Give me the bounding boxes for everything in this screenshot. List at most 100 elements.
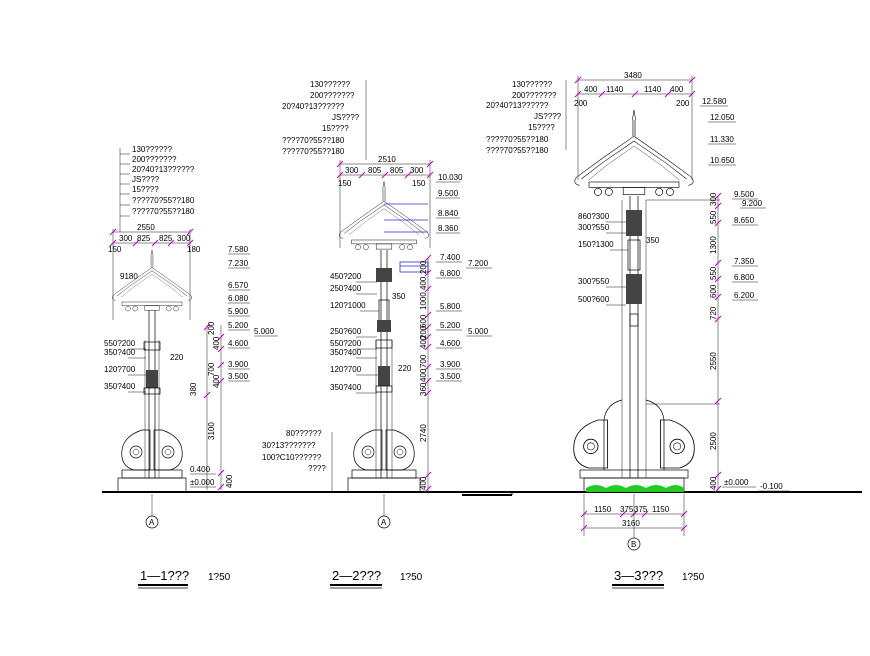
dim-text: 400 bbox=[212, 336, 221, 350]
elevation-label: 5.000 bbox=[254, 327, 275, 336]
section-2-2-members: 450?200 250?400 350 120?1000 250?600 550… bbox=[330, 272, 412, 394]
member-label: 350?400 bbox=[104, 348, 136, 357]
member-label: 350 bbox=[392, 292, 406, 301]
elevation-label: 7.200 bbox=[468, 259, 489, 268]
elevation-label: 6.200 bbox=[734, 291, 755, 300]
section-2-2-base-notes: 80?????? 30?13??????? 100?C10?????? ???? bbox=[262, 429, 333, 492]
elevation-label: 9.500 bbox=[438, 189, 459, 198]
member-label: 300?550 bbox=[578, 223, 610, 232]
elevation-label: 7.350 bbox=[734, 257, 755, 266]
dim-text: 1140 bbox=[644, 85, 662, 94]
dim-text: 825 bbox=[159, 234, 173, 243]
section-scale: 1?50 bbox=[682, 572, 705, 583]
elevation-label: 6.800 bbox=[440, 269, 461, 278]
dim-text: 400 bbox=[419, 368, 428, 382]
dim-text: 1140 bbox=[606, 85, 624, 94]
member-label: 350?400 bbox=[330, 383, 362, 392]
section-1-1-top-dims: 2550 300 825 825 300 150 180 bbox=[108, 223, 201, 320]
member-label: 450?200 bbox=[330, 272, 362, 281]
elevation-label: 6.080 bbox=[228, 294, 249, 303]
dim-text: 600 bbox=[709, 284, 718, 298]
dim-text: 700 bbox=[419, 354, 428, 368]
note: 130?????? bbox=[132, 145, 173, 154]
dim-text: 3480 bbox=[624, 71, 642, 80]
elevation-label: 9.500 bbox=[734, 190, 755, 199]
dim-text: 200 bbox=[676, 99, 690, 108]
section-2-2-blue-leaders bbox=[384, 203, 429, 273]
dim-text: 3160 bbox=[622, 519, 640, 528]
section-3-3-top-dims: 3480 400 1140 1140 400 200 200 bbox=[574, 71, 696, 180]
note: ????70?55??180 bbox=[486, 146, 549, 155]
axis-label: B bbox=[631, 540, 636, 549]
dim-text: 400 bbox=[225, 474, 234, 488]
elevation-label: 5.200 bbox=[440, 321, 461, 330]
dim-text: 400 bbox=[419, 476, 428, 490]
section-title: 1—1??? bbox=[140, 568, 189, 583]
note: 15???? bbox=[322, 124, 349, 133]
note: 200??????? bbox=[310, 91, 355, 100]
member-label: 550?200 bbox=[104, 339, 136, 348]
elevation-label: 3.500 bbox=[440, 372, 461, 381]
dim-text: 2740 bbox=[419, 424, 428, 442]
member-label: 120?700 bbox=[104, 365, 136, 374]
elevation-label: 6.800 bbox=[734, 273, 755, 282]
dim-text: 180 bbox=[187, 245, 201, 254]
section-2-2: 130?????? 200??????? 20?40?13?????? JS??… bbox=[262, 80, 492, 589]
dim-text: 375 bbox=[620, 505, 634, 514]
elevation-label: 6.570 bbox=[228, 281, 249, 290]
member-label: 9180 bbox=[120, 272, 138, 281]
member-label: 550?200 bbox=[330, 339, 362, 348]
elevation-label: 4.600 bbox=[440, 339, 461, 348]
section-2-2-top-dims: 2510 300 805 805 300 150 150 bbox=[336, 155, 434, 248]
section-3-3-members: 860?300 300?550 150?1300 350 300?550 500… bbox=[578, 212, 660, 306]
elevation-label: 11.330 bbox=[710, 135, 734, 144]
section-3-3-axis: B bbox=[627, 494, 641, 551]
elevation-label: 4.600 bbox=[228, 339, 249, 348]
dim-text: 600 bbox=[419, 314, 428, 328]
section-3-3-title: 3—3??? 1?50 bbox=[612, 568, 705, 589]
member-label: 120?1000 bbox=[330, 301, 366, 310]
elevation-label: 12.580 bbox=[702, 97, 727, 106]
member-label: 350 bbox=[646, 236, 660, 245]
dim-text: 150 bbox=[338, 179, 352, 188]
note: 30?13??????? bbox=[262, 441, 316, 450]
section-1-1-pavilion bbox=[112, 249, 192, 493]
note: JS???? bbox=[132, 175, 160, 184]
section-title: 2—2??? bbox=[332, 568, 381, 583]
elevation-label: 7.400 bbox=[440, 253, 461, 262]
note: 200??????? bbox=[132, 155, 177, 164]
section-1-1-vertical-dims: 200 400 700 400 380 3100 400 bbox=[189, 321, 234, 491]
dim-text: 2500 bbox=[709, 432, 718, 450]
section-3-3-vertical-dims: 300 550 1300 550 600 720 2550 2500 400 bbox=[646, 192, 722, 493]
dim-text: 2510 bbox=[378, 155, 396, 164]
section-scale: 1?50 bbox=[208, 572, 231, 583]
elevation-label: 10.030 bbox=[438, 173, 463, 182]
dim-text: 400 bbox=[419, 276, 428, 290]
elevation-label: 3.900 bbox=[228, 360, 249, 369]
section-3-3-pavilion bbox=[573, 109, 695, 493]
note: 130?????? bbox=[310, 80, 351, 89]
dim-text: 550 bbox=[709, 210, 718, 224]
dim-text: 400 bbox=[584, 85, 598, 94]
elevation-label: ±0.000 bbox=[724, 478, 749, 487]
section-2-2-axis: A bbox=[377, 494, 391, 529]
member-label: 860?300 bbox=[578, 212, 610, 221]
member-label: 220 bbox=[170, 353, 184, 362]
dim-text: 1000 bbox=[419, 292, 428, 310]
dim-text: 375 bbox=[634, 505, 648, 514]
dim-text: 360 bbox=[419, 382, 428, 396]
section-title: 3—3??? bbox=[614, 568, 663, 583]
section-1-1-axis: A bbox=[145, 494, 159, 529]
note: ????70?55??180 bbox=[132, 207, 195, 216]
section-3-3-elevations: 12.580 12.050 11.330 10.650 9.500 9.200 … bbox=[700, 97, 790, 492]
dim-text: 1150 bbox=[652, 505, 670, 514]
dim-text: 400 bbox=[212, 374, 221, 388]
section-1-1: 130?????? 200??????? 20?40?13?????? JS??… bbox=[104, 145, 278, 589]
elevation-label: 5.000 bbox=[468, 327, 489, 336]
dim-text: 2550 bbox=[137, 223, 155, 232]
note: ???? bbox=[308, 464, 326, 473]
member-label: 120?700 bbox=[330, 365, 362, 374]
dim-text: 150 bbox=[412, 179, 426, 188]
note: JS???? bbox=[534, 112, 562, 121]
dim-text: 400 bbox=[419, 335, 428, 349]
